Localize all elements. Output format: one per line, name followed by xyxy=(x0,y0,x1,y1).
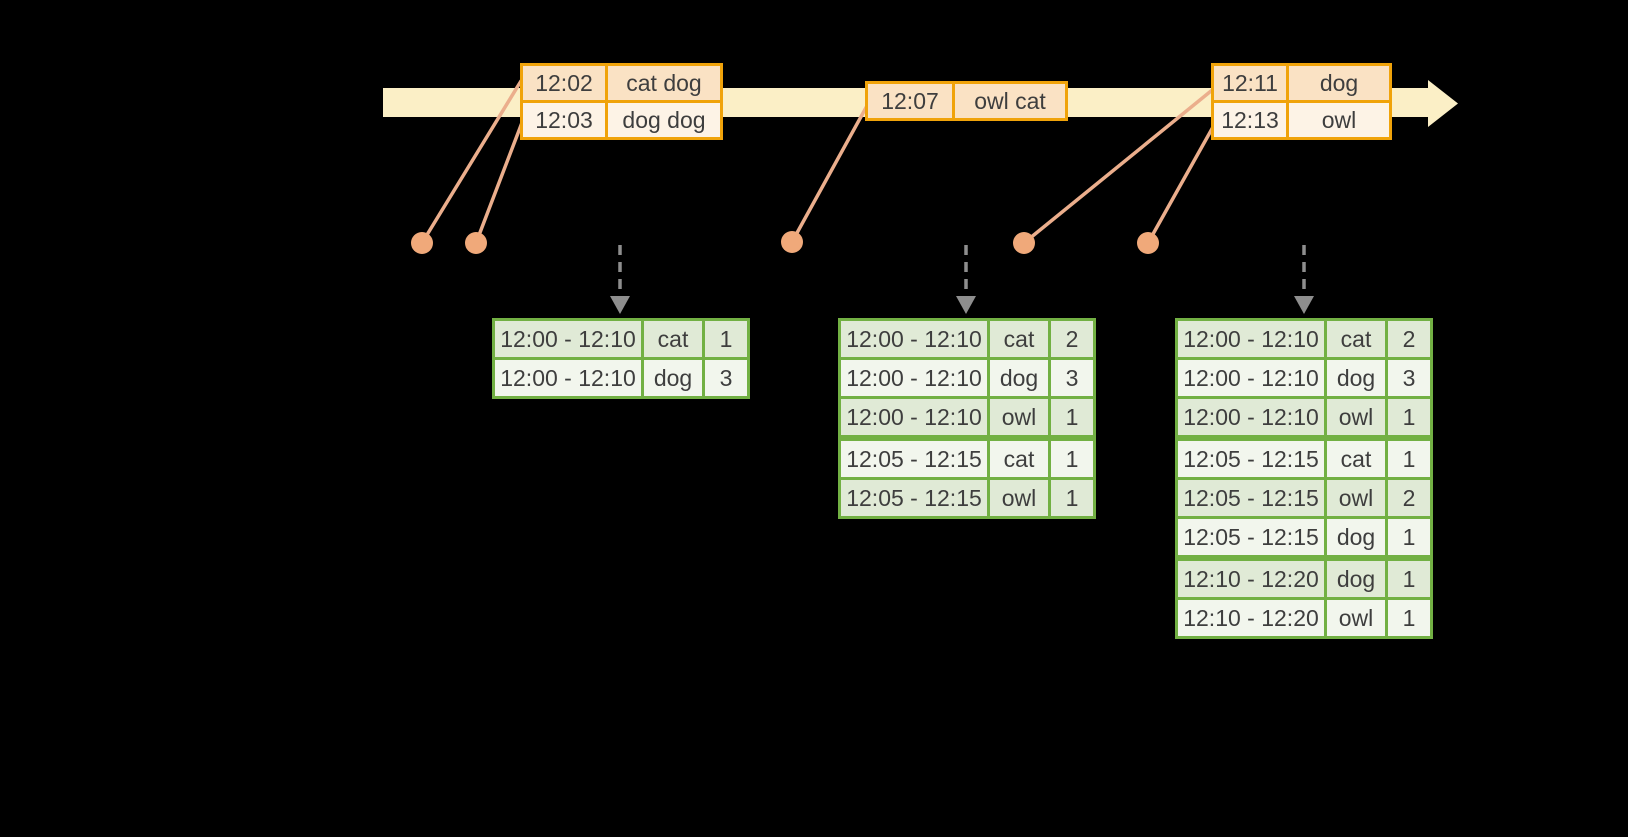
table-cell: dog xyxy=(1324,561,1385,597)
trigger-arrows xyxy=(610,245,1314,314)
table-cell: dog xyxy=(1324,519,1385,555)
table-cell: 12:00 - 12:10 xyxy=(841,321,987,357)
event-marker-dot xyxy=(465,232,487,254)
table-cell: 12:00 - 12:10 xyxy=(495,360,641,396)
table-cell: 12:05 - 12:15 xyxy=(1178,519,1324,555)
event-marker-dot xyxy=(1013,232,1035,254)
table-cell: 12:00 - 12:10 xyxy=(841,399,987,435)
table-cell: 12:00 - 12:10 xyxy=(1178,360,1324,396)
table-cell: 12:05 - 12:15 xyxy=(1178,480,1324,516)
table-cell: cat xyxy=(1324,441,1385,477)
table-cell: 1 xyxy=(1385,561,1430,597)
event-connectors xyxy=(420,79,1215,245)
table-cell: owl xyxy=(1324,480,1385,516)
table-cell: 1 xyxy=(702,321,747,357)
table-cell: 12:10 - 12:20 xyxy=(1178,600,1324,636)
table-cell: owl xyxy=(1324,600,1385,636)
table-cell: cat xyxy=(987,321,1048,357)
table-cell: cat dog xyxy=(605,66,720,100)
table-cell: 12:00 - 12:10 xyxy=(841,360,987,396)
event-connector-line xyxy=(790,102,870,244)
table-cell: dog xyxy=(641,360,702,396)
event-connector-line xyxy=(1146,125,1215,245)
table-cell: 1 xyxy=(1048,480,1093,516)
table-cell: owl xyxy=(1286,103,1389,137)
table-cell: 1 xyxy=(1048,399,1093,435)
event-connector-line xyxy=(420,79,523,245)
event-marker-dot xyxy=(781,231,803,253)
event-marker-dot xyxy=(1137,232,1159,254)
table-cell: 12:00 - 12:10 xyxy=(495,321,641,357)
trigger-arrowhead-icon xyxy=(1294,296,1314,314)
table-cell: 2 xyxy=(1385,321,1430,357)
table-cell: 1 xyxy=(1385,441,1430,477)
table-cell: 3 xyxy=(1048,360,1093,396)
table-cell: 1 xyxy=(1385,399,1430,435)
table-cell: 12:00 - 12:10 xyxy=(1178,399,1324,435)
table-cell: 3 xyxy=(702,360,747,396)
table-cell: owl xyxy=(987,480,1048,516)
table-cell: cat xyxy=(987,441,1048,477)
event-connector-line xyxy=(474,118,525,245)
table-cell: 12:05 - 12:15 xyxy=(841,480,987,516)
event-markers xyxy=(411,231,1159,254)
table-cell: 12:05 - 12:15 xyxy=(841,441,987,477)
event-marker-dot xyxy=(411,232,433,254)
table-cell: 3 xyxy=(1385,360,1430,396)
table-cell: cat xyxy=(641,321,702,357)
table-cell: 2 xyxy=(1385,480,1430,516)
table-cell: dog xyxy=(1324,360,1385,396)
table-cell: 1 xyxy=(1385,600,1430,636)
table-cell: 12:10 - 12:20 xyxy=(1178,561,1324,597)
table-cell: 12:11 xyxy=(1214,66,1286,100)
table-cell: dog xyxy=(1286,66,1389,100)
trigger-arrowhead-icon xyxy=(610,296,630,314)
table-cell: owl xyxy=(1324,399,1385,435)
table-cell: 12:05 - 12:15 xyxy=(1178,441,1324,477)
table-cell: owl xyxy=(987,399,1048,435)
table-cell: dog xyxy=(987,360,1048,396)
table-cell: dog dog xyxy=(605,103,720,137)
table-cell: owl cat xyxy=(952,84,1065,118)
table-cell: 1 xyxy=(1385,519,1430,555)
table-cell: cat xyxy=(1324,321,1385,357)
table-cell: 12:07 xyxy=(868,84,952,118)
table-cell: 12:03 xyxy=(523,103,605,137)
table-cell: 2 xyxy=(1048,321,1093,357)
table-cell: 1 xyxy=(1048,441,1093,477)
trigger-arrowhead-icon xyxy=(956,296,976,314)
event-connector-line xyxy=(1022,89,1213,245)
table-cell: 12:13 xyxy=(1214,103,1286,137)
table-cell: 12:00 - 12:10 xyxy=(1178,321,1324,357)
table-cell: 12:02 xyxy=(523,66,605,100)
